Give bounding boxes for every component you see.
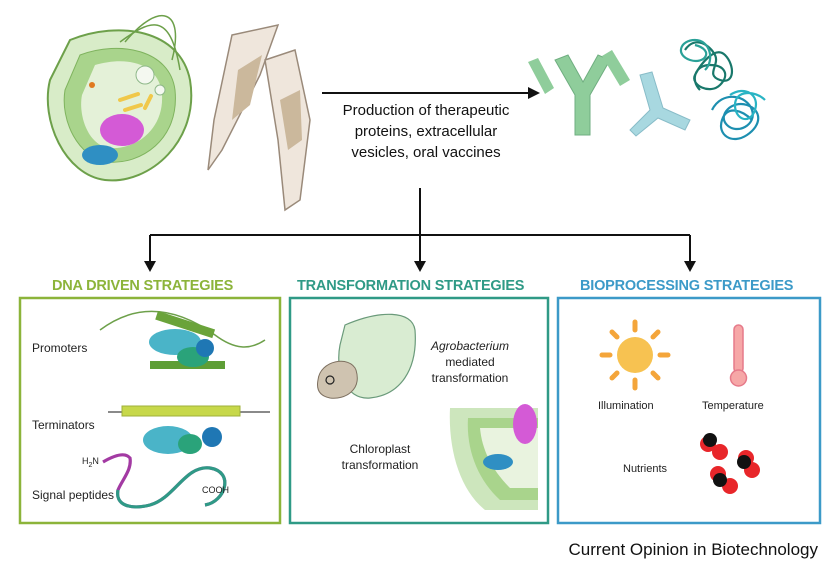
nutrient-molecules-icon: [700, 433, 760, 494]
chloroplast-graphic: [449, 404, 538, 510]
antibody-icon: [528, 50, 691, 137]
journal-credit: Current Opinion in Biotechnology: [568, 540, 818, 559]
diatom-icon: [207, 23, 311, 212]
chloroplast-label: Chloroplast transformation: [341, 442, 419, 472]
dna-section-title: DNA DRIVEN STRATEGIES: [52, 278, 234, 294]
terminators-label: Terminators: [32, 418, 95, 432]
bioprocessing-section-title: BIOPROCESSING STRATEGIES: [580, 278, 794, 294]
signal-peptides-label: Signal peptides: [32, 488, 115, 502]
transformation-section-title: TRANSFORMATION STRATEGIES: [297, 278, 525, 294]
agrobacterium-graphic: [317, 313, 416, 399]
bioprocessing-box: [556, 296, 822, 525]
cooh-label: COOH: [202, 485, 229, 495]
promoter-graphic: [99, 310, 266, 369]
temperature-label: Temperature: [702, 400, 764, 412]
signal-peptide-graphic: [102, 453, 227, 509]
illumination-label: Illumination: [598, 400, 654, 412]
agrobacterium-label: Agrobacterium mediated transformation: [430, 339, 510, 385]
production-line-3: vesicles, oral vaccines: [351, 144, 501, 161]
branch-connectors: [149, 188, 691, 265]
production-label: Production of therapeutic proteins, extr…: [318, 100, 534, 163]
transformation-box: [288, 296, 550, 525]
h2n-label: H2N: [82, 456, 99, 469]
production-line-1: Production of therapeutic: [342, 102, 510, 119]
terminator-graphic: [108, 405, 270, 454]
production-line-2: proteins, extracellular: [354, 123, 498, 140]
nutrients-label: Nutrients: [623, 463, 668, 475]
sun-icon: [599, 319, 671, 391]
dna-box: [18, 296, 282, 525]
promoters-label: Promoters: [32, 341, 88, 355]
thermometer-icon: [729, 324, 748, 387]
protein-structure-icon: [679, 38, 766, 141]
algal-cell-icon: [46, 14, 193, 182]
